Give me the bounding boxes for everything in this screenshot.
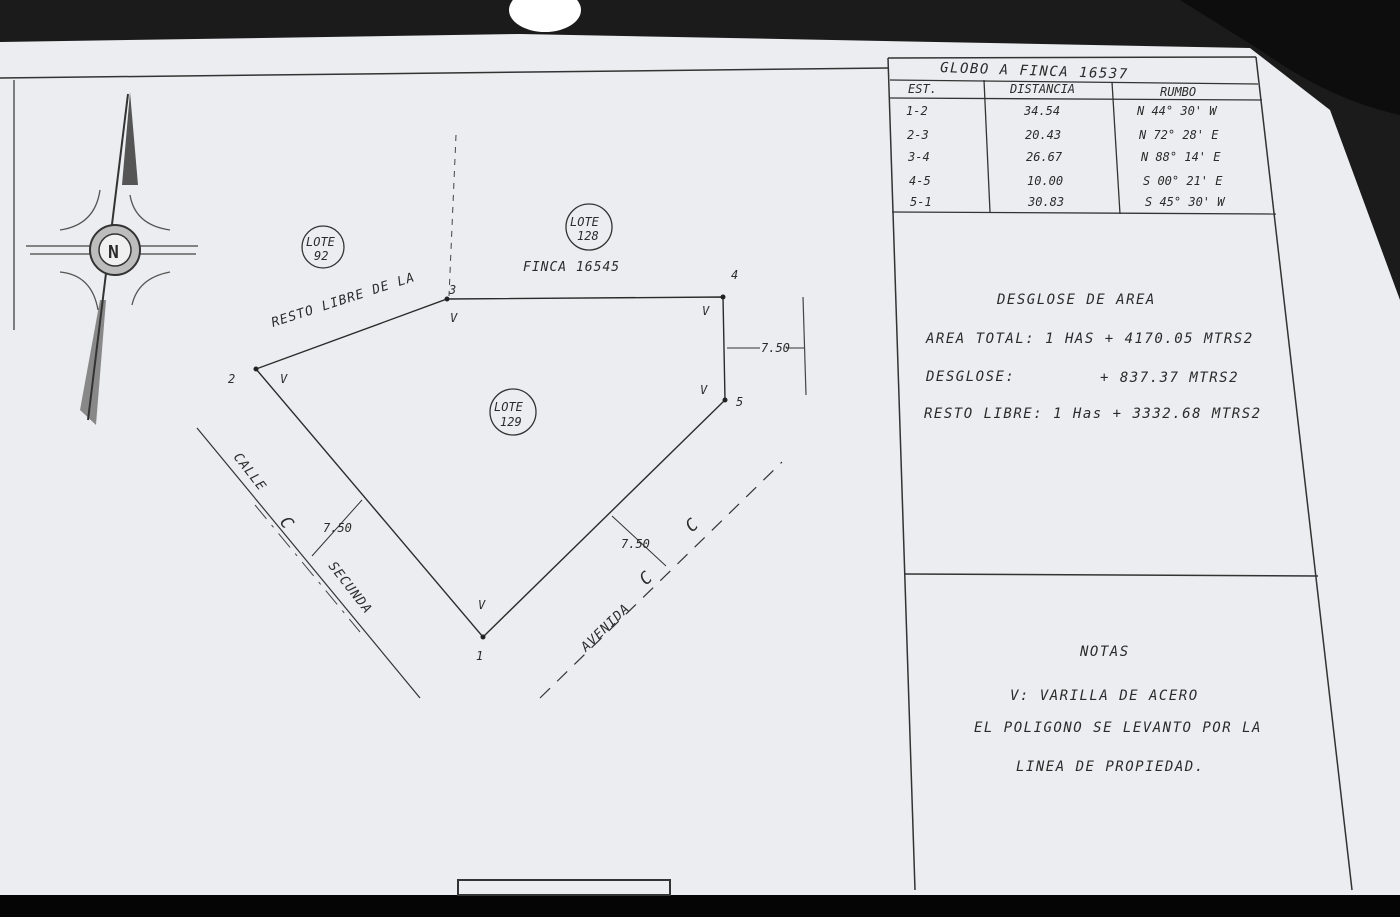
vertex-number-3: 3 xyxy=(448,283,456,297)
table-cell-rumbo-2: N 72° 28' E xyxy=(1138,128,1219,142)
dim-se-label: 7.50 xyxy=(621,537,650,551)
vertex-number-2: 2 xyxy=(228,372,235,386)
vertex-v-mark-5: V xyxy=(700,383,708,397)
vertex-v-mark-2: V xyxy=(280,372,288,386)
calle-edge-line xyxy=(196,427,421,699)
east-reference-line xyxy=(802,296,807,396)
title-block-fragment xyxy=(457,879,671,896)
lote-128-circle xyxy=(565,203,613,251)
table-cell-est-1: 1-2 xyxy=(906,104,928,118)
table-cell-rumbo-4: S 00° 21' E xyxy=(1143,174,1223,188)
table-cell-rumbo-3: N 88° 14' E xyxy=(1140,150,1221,164)
vertex-dot-3 xyxy=(444,296,450,302)
panel-right-line xyxy=(1255,56,1353,891)
area-desglose-label: DESGLOSE: xyxy=(925,369,1015,385)
table-rows: 1-2 34.54 N 44° 30' W 2-3 20.43 N 72° 28' E 3-… xyxy=(906,104,1226,209)
lote-92-circle xyxy=(301,225,345,269)
area-desglose-value: + 837.37 MTRS2 xyxy=(1100,370,1239,386)
table-cell-dist-4: 10.00 xyxy=(1027,174,1063,188)
dark-object xyxy=(1180,0,1400,115)
panel-left-line xyxy=(887,57,916,891)
vertex-v-mark-4: V xyxy=(702,304,710,318)
lote-92-number: 92 xyxy=(314,249,328,263)
notes-divider xyxy=(903,573,1319,577)
panel-top-line xyxy=(887,56,1257,59)
dim-east-label: 7.50 xyxy=(761,341,790,355)
lote-129-number: 129 xyxy=(500,415,522,429)
north-arrow-icon xyxy=(26,92,198,425)
notes-title: NOTAS xyxy=(1079,644,1130,660)
note-line-2: EL POLIGONO SE LEVANTO POR LA xyxy=(974,720,1262,736)
light-glare xyxy=(509,0,581,32)
table-title: GLOBO A FINCA 16537 xyxy=(940,60,1129,83)
dim-line-sw xyxy=(311,499,363,557)
vertex-number-4: 4 xyxy=(731,268,738,282)
lote-128-number: 128 xyxy=(577,229,599,243)
dim-east-mask xyxy=(760,340,786,356)
note-line-3: LINEA DE PROPIEDAD. xyxy=(1016,759,1205,775)
table-cell-rumbo-1: N 44° 30' W xyxy=(1136,104,1218,118)
area-total: AREA TOTAL: 1 HAS + 4170.05 MTRS2 xyxy=(925,331,1254,347)
dashed-boundary xyxy=(448,134,457,297)
north-label: N xyxy=(108,242,119,263)
area-resto: RESTO LIBRE: 1 Has + 3332.68 MTRS2 xyxy=(924,406,1262,422)
vertex-dot-1 xyxy=(480,634,486,640)
vertex-v-mark-1: V xyxy=(478,598,486,612)
table-cell-est-4: 4-5 xyxy=(909,174,931,188)
vertex-v-mark-3: V xyxy=(450,311,458,325)
dim-line-se xyxy=(611,515,667,567)
table-cell-dist-2: 20.43 xyxy=(1025,128,1061,142)
vertex-number-5: 5 xyxy=(736,395,743,409)
vertex-number-1: 1 xyxy=(476,649,483,663)
header-distancia: DISTANCIA xyxy=(1009,82,1075,96)
vertex-dot-4 xyxy=(720,294,726,300)
calle-centerline xyxy=(254,504,361,633)
frame-top-line xyxy=(0,67,889,79)
note-line-1: V: VARILLA DE ACERO xyxy=(1010,688,1199,704)
lot-polygon xyxy=(254,296,726,639)
table-cell-dist-5: 30.83 xyxy=(1027,195,1064,209)
coordinate-table xyxy=(889,79,1277,215)
paper-sheet xyxy=(0,34,1400,895)
vertex-dot-5 xyxy=(722,397,728,403)
finca-label: FINCA 16545 xyxy=(523,260,620,275)
table-cell-dist-3: 26.67 xyxy=(1026,150,1063,164)
lote-129-circle xyxy=(489,388,537,436)
vertex-dot-2 xyxy=(253,366,259,372)
bottom-bar xyxy=(0,895,1400,917)
table-cell-est-2: 2-3 xyxy=(907,128,929,142)
table-cell-dist-1: 34.54 xyxy=(1023,104,1060,118)
table-cell-est-3: 3-4 xyxy=(907,150,930,164)
table-cell-rumbo-5: S 45° 30' W xyxy=(1145,195,1226,209)
lote-129-label: LOTE xyxy=(494,400,524,414)
header-est: EST. xyxy=(908,82,937,96)
header-rumbo: RUMBO xyxy=(1160,85,1196,99)
avenida-centerline xyxy=(539,461,783,699)
lote-128-label: LOTE xyxy=(570,215,600,229)
dim-sw-label: 7.50 xyxy=(323,521,352,535)
lote-92-label: LOTE xyxy=(306,235,336,249)
area-title: DESGLOSE DE AREA xyxy=(996,292,1156,308)
table-cell-est-5: 5-1 xyxy=(910,195,932,209)
